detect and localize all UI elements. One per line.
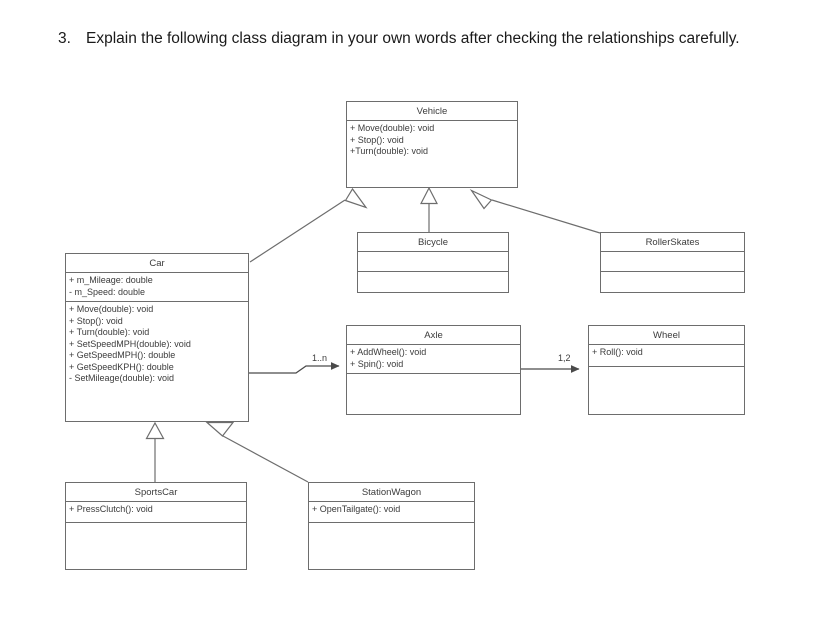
class-box-stationwagon[interactable]: StationWagon + OpenTailgate(): void <box>308 482 475 570</box>
question-number: 3. <box>58 30 71 47</box>
class-methods-sportscar: + PressClutch(): void <box>66 502 246 523</box>
multiplicity-label-axle: 1..n <box>312 353 328 363</box>
class-member: + SetSpeedMPH(double): void <box>69 338 191 349</box>
class-box-axle[interactable]: Axle + AddWheel(): void + Spin(): void <box>346 325 521 415</box>
class-box-rollerskates[interactable]: RollerSkates <box>600 232 745 293</box>
class-member: + Turn(double): void <box>69 327 150 337</box>
class-box-bicycle[interactable]: Bicycle <box>357 232 509 293</box>
class-member: + GetSpeedKPH(): double <box>69 361 174 372</box>
class-member: - m_Speed: double <box>69 286 146 297</box>
class-member: + Roll(): void <box>592 347 643 357</box>
class-attributes-rollerskates <box>601 252 744 272</box>
class-name-rollerskates: RollerSkates <box>601 233 744 252</box>
class-member: + OpenTailgate(): void <box>312 504 401 514</box>
question-text: Explain the following class diagram in y… <box>86 30 740 47</box>
class-extra-compartment-sportscar <box>66 523 246 569</box>
class-name-wheel: Wheel <box>589 326 744 345</box>
class-member: + m_Mileage: double <box>69 275 153 285</box>
class-box-vehicle[interactable]: Vehicle + Move(double): void + Stop(): v… <box>346 101 518 188</box>
generalization-stationwagon-to-car <box>205 421 309 483</box>
class-member: + Stop(): void <box>350 134 404 145</box>
class-member: + AddWheel(): void <box>350 347 427 357</box>
question-prompt: 3. Explain the following class diagram i… <box>58 26 798 51</box>
class-name-stationwagon: StationWagon <box>309 483 474 502</box>
class-methods-bicycle <box>358 272 508 292</box>
class-member: + Move(double): void <box>350 123 435 133</box>
generalization-bicycle-to-vehicle <box>420 186 438 232</box>
class-attributes-car: + m_Mileage: double - m_Speed: double <box>66 273 248 302</box>
class-member: + GetSpeedMPH(): double <box>69 350 176 360</box>
class-box-sportscar[interactable]: SportsCar + PressClutch(): void <box>65 482 247 570</box>
class-box-car[interactable]: Car + m_Mileage: double - m_Speed: doubl… <box>65 253 249 422</box>
class-name-sportscar: SportsCar <box>66 483 246 502</box>
class-box-wheel[interactable]: Wheel + Roll(): void <box>588 325 745 415</box>
multiplicity-label-wheel: 1,2 <box>558 353 571 363</box>
association-car-to-axle <box>248 362 340 374</box>
class-extra-compartment-stationwagon <box>309 523 474 569</box>
class-name-axle: Axle <box>347 326 520 345</box>
class-member: +Turn(double): void <box>350 146 428 156</box>
generalization-sportscar-to-car <box>145 421 165 482</box>
class-member: - SetMileage(double): void <box>69 373 175 383</box>
class-member: + PressClutch(): void <box>69 504 153 514</box>
class-name-bicycle: Bicycle <box>358 233 508 252</box>
class-member: + Move(double): void <box>69 304 154 314</box>
class-methods-wheel: + Roll(): void <box>589 345 744 367</box>
class-methods-axle: + AddWheel(): void + Spin(): void <box>347 345 520 374</box>
class-methods-stationwagon: + OpenTailgate(): void <box>309 502 474 523</box>
class-extra-compartment-wheel <box>589 367 744 414</box>
class-name-car: Car <box>66 254 248 273</box>
class-methods-car: + Move(double): void + Stop(): void + Tu… <box>66 302 248 421</box>
generalization-car-to-vehicle <box>249 187 368 263</box>
class-extra-compartment-axle <box>347 374 520 414</box>
class-attributes-bicycle <box>358 252 508 272</box>
class-name-vehicle: Vehicle <box>347 102 517 121</box>
class-member: + Spin(): void <box>350 358 404 369</box>
class-methods-vehicle: + Move(double): void + Stop(): void +Tur… <box>347 121 517 187</box>
class-member: + Stop(): void <box>69 315 123 326</box>
class-methods-rollerskates <box>601 272 744 292</box>
generalization-rollerskates-to-vehicle <box>469 188 601 234</box>
